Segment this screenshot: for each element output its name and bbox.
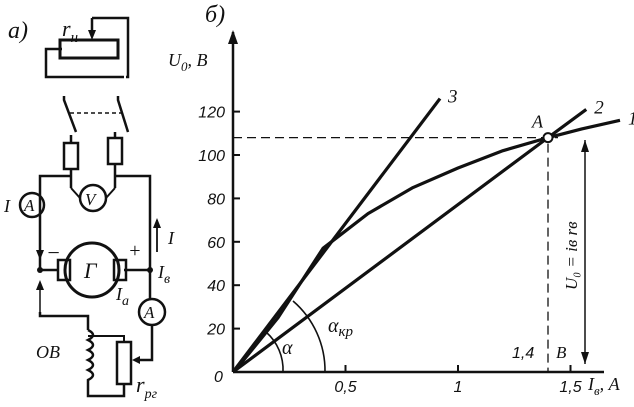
ammeter-main-label: A <box>23 196 35 215</box>
current-I-left-label: I <box>3 196 11 216</box>
minus-label: − <box>46 240 61 265</box>
angle-alpha-cr-label: αкр <box>328 315 354 340</box>
y-axis-arrow <box>228 30 238 44</box>
panel-b-label: б) <box>205 2 225 28</box>
panel-a-label: а) <box>8 18 28 44</box>
winding-wire-top <box>38 312 90 330</box>
node-left <box>37 267 43 273</box>
angle-alpha-label: α <box>282 337 293 359</box>
ammeter-field-label: A <box>143 303 155 322</box>
wire-left <box>38 174 71 272</box>
point-A-label: A <box>531 112 544 132</box>
voltmeter-wires <box>70 187 116 199</box>
y-tick-label: 20 <box>206 322 225 339</box>
y-tick-label: 60 <box>207 235 225 252</box>
circuit-diagram: а) rн A I V I <box>3 16 175 402</box>
series-2-label: 2 <box>594 97 604 118</box>
angle-alpha-cr-arc <box>292 300 326 373</box>
brush-left <box>56 258 72 282</box>
fuse-left <box>62 141 80 171</box>
voltmeter-leads <box>69 176 117 188</box>
x-axis-label: Iв, А <box>587 374 621 398</box>
series-3-line <box>231 97 442 373</box>
load-rheostat-label: rн <box>62 16 78 46</box>
generator-label: Г <box>83 258 98 283</box>
y-tick-label: 100 <box>198 148 225 165</box>
x-tick-label: 1 <box>454 379 463 396</box>
fuse-right <box>106 136 124 166</box>
series-1-label: 1 <box>628 108 634 129</box>
field-rheostat-label: rрг <box>136 372 158 402</box>
series-2-line <box>232 108 588 374</box>
fuse-leads <box>69 132 117 176</box>
load-wire-right <box>92 16 130 79</box>
series-3-label: 3 <box>447 87 458 108</box>
x-tick-label: 0,5 <box>334 379 356 396</box>
current-Ia-label: Ia <box>115 284 129 309</box>
current-I-right-label: I <box>167 228 175 248</box>
current-Iv-label: Iв <box>157 262 170 287</box>
voltage-annotation: U₀ = iв rв <box>562 221 581 290</box>
winding-label: ОВ <box>36 342 60 362</box>
load-rheostat <box>58 38 120 60</box>
origin-label: 0 <box>214 369 223 386</box>
point-B-x-label: 1,4 <box>512 345 534 362</box>
current-I-arrowhead <box>153 218 161 228</box>
characteristic-graph: б) U0, В Iв, А 0 20 40 60 80 100 120 0,5 1 1,5 1… <box>168 2 634 398</box>
point-B-label: В <box>556 343 567 362</box>
field-winding <box>85 328 126 398</box>
y-tick-label: 40 <box>207 278 225 295</box>
axis-ticks: 20 40 60 80 100 120 0,5 1 1,5 <box>198 105 581 396</box>
x-tick-label: 1,5 <box>559 379 581 396</box>
generator <box>63 241 121 299</box>
point-A <box>542 132 554 144</box>
rheostat-slider-arrow <box>88 30 96 40</box>
brush-right <box>112 258 128 282</box>
ammeter-main <box>18 191 46 219</box>
current-left-arrowheads <box>36 250 44 290</box>
load-wire-left <box>44 47 124 79</box>
field-wire-bottom <box>136 325 154 362</box>
voltmeter-label: V <box>85 190 98 209</box>
y-axis-label: U0, В <box>168 50 208 74</box>
y-tick-label: 80 <box>207 191 225 208</box>
y-tick-label: 120 <box>198 105 225 122</box>
plus-label: + <box>128 240 142 262</box>
field-rheostat-slider <box>132 356 140 364</box>
angle-alpha-arc <box>265 331 284 373</box>
knife-switch <box>62 96 130 133</box>
rheostat-lead <box>88 335 125 342</box>
field-rheostat <box>115 340 133 386</box>
